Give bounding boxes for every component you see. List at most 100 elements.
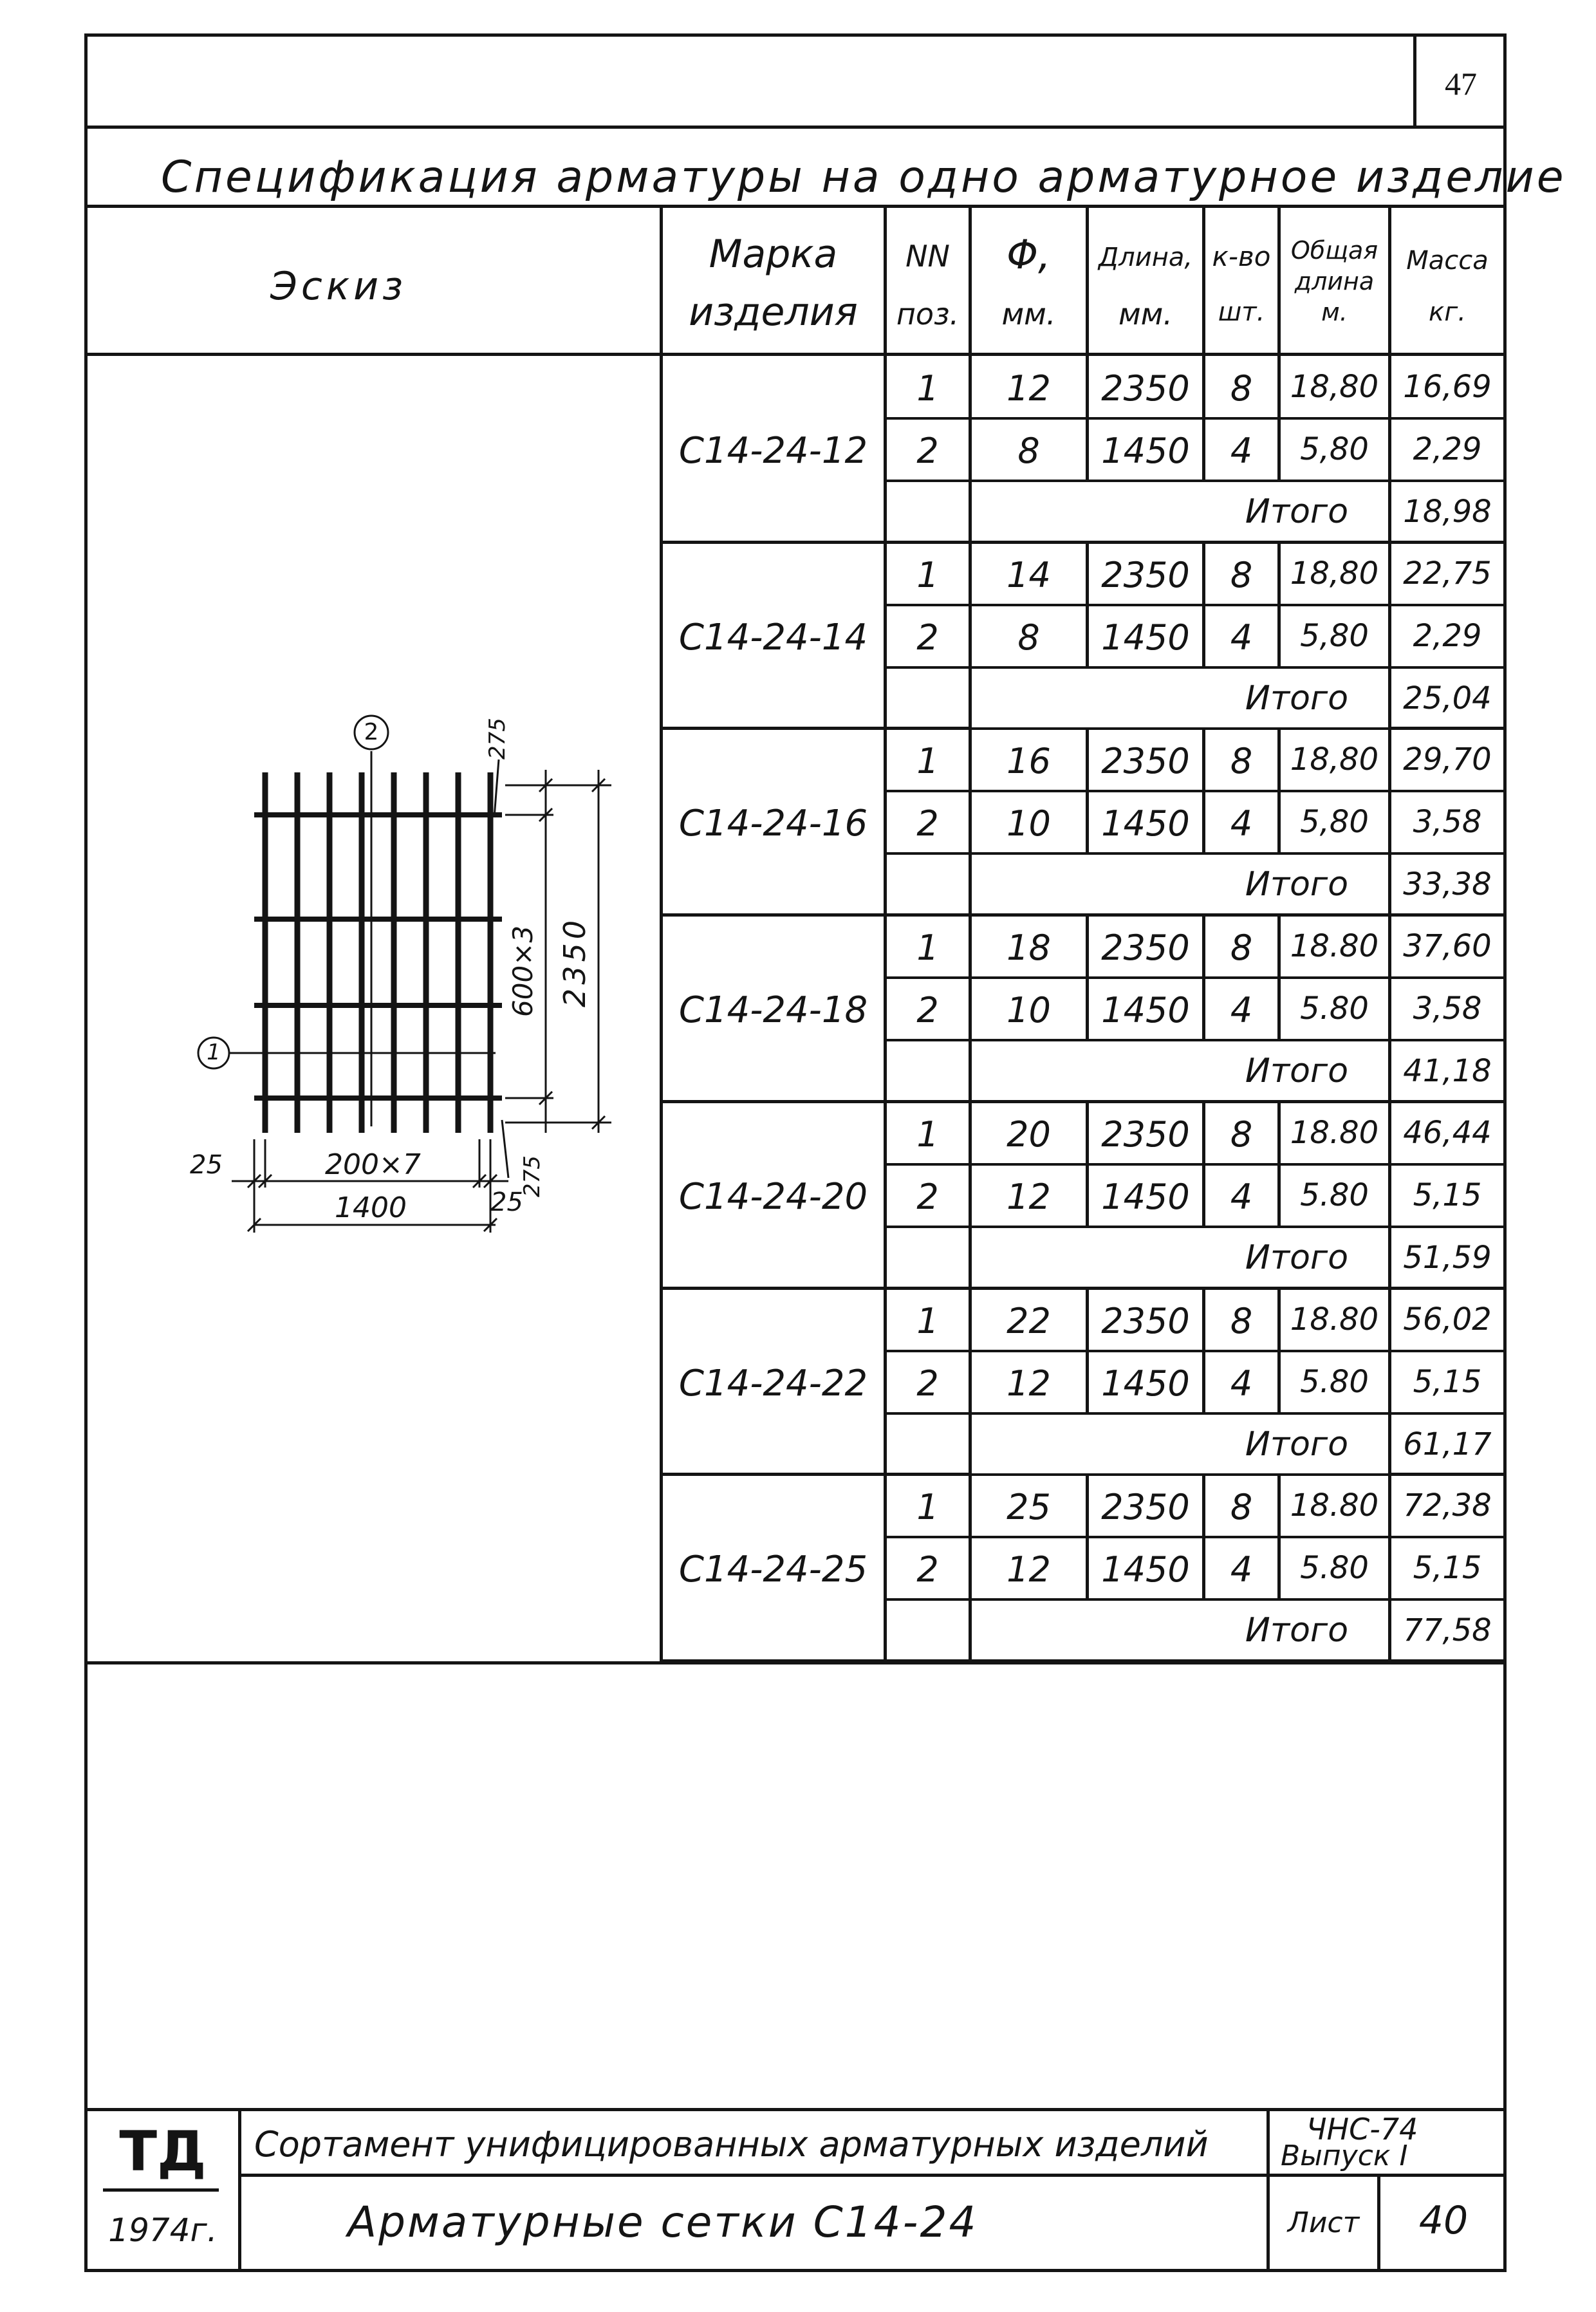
page-number-divider: [1413, 33, 1416, 127]
item-block-line: [660, 727, 1507, 730]
header-mark-2: изделия: [689, 290, 858, 335]
cell-mass: 2,29: [1413, 618, 1482, 654]
header-sketch: Эскиз: [270, 264, 407, 309]
cell-total: 5.80: [1300, 1550, 1369, 1586]
cell-len: 2350: [1101, 928, 1190, 968]
cell-total: 5.80: [1300, 1177, 1369, 1213]
sum-label: Итого: [1245, 679, 1349, 718]
header-pos-2: поз.: [896, 297, 960, 331]
cell-qty: 8: [1230, 741, 1253, 781]
item-mark: С14-24-12: [678, 430, 868, 472]
sum-row-mask: [972, 1041, 1388, 1100]
spec-title: Спецификация арматуры на одно арматурное…: [161, 152, 1566, 203]
cell-len: 2350: [1101, 741, 1190, 781]
cell-dia: 25: [1007, 1487, 1051, 1527]
row-line: [884, 1226, 1507, 1228]
cell-pos: 2: [916, 617, 939, 658]
cell-dia: 10: [1007, 990, 1051, 1030]
cell-dia: 16: [1007, 741, 1051, 781]
sum-row-mask: [972, 669, 1388, 727]
cell-qty: 4: [1230, 803, 1253, 844]
col-line-sketch: [660, 205, 663, 1664]
item-block-line: [660, 1100, 1507, 1103]
cell-dia: 22: [1007, 1301, 1051, 1341]
cell-dia: 8: [1017, 617, 1040, 658]
row-line: [884, 790, 1507, 792]
sum-mass: 41,18: [1403, 1053, 1492, 1089]
cell-pos: 1: [916, 1114, 939, 1155]
item-mark: С14-24-22: [678, 1363, 868, 1404]
sum-label: Итого: [1245, 492, 1349, 531]
sum-label: Итого: [1245, 865, 1349, 904]
item-block-line: [660, 913, 1507, 917]
cell-dia: 12: [1007, 368, 1051, 409]
header-dia-2: мм.: [1001, 297, 1056, 331]
row-line: [884, 480, 1507, 482]
header-len-1: Длина,: [1098, 243, 1193, 272]
cell-qty: 4: [1230, 990, 1253, 1030]
item-mark: С14-24-16: [678, 803, 868, 844]
cell-mass: 5,15: [1413, 1364, 1482, 1400]
item-block-line: [660, 541, 1507, 544]
cell-mass: 3,58: [1413, 804, 1482, 840]
dim-height-label: 2350: [557, 916, 592, 1007]
cell-len: 2350: [1101, 1301, 1190, 1341]
cell-pos: 2: [916, 431, 939, 471]
header-bottom-line: [84, 353, 1507, 356]
cell-mass: 56,02: [1403, 1301, 1492, 1338]
cell-len: 2350: [1101, 368, 1190, 409]
header-mass-1: Масса: [1406, 246, 1489, 275]
sum-mass: 25,04: [1403, 680, 1492, 716]
stamp-year: 1974г.: [108, 2212, 218, 2249]
table-bottom-line: [84, 1661, 1507, 1664]
stamp-sheet-number: 40: [1418, 2198, 1469, 2243]
item-block-line: [660, 1473, 1507, 1476]
cell-mass: 29,70: [1403, 741, 1492, 778]
sum-mass: 33,38: [1403, 866, 1492, 902]
cell-len: 1450: [1101, 803, 1190, 844]
sum-mass: 51,59: [1403, 1240, 1492, 1276]
cell-total: 18.80: [1290, 1301, 1379, 1338]
cell-dia: 14: [1007, 555, 1051, 595]
cell-len: 2350: [1101, 1487, 1190, 1527]
sum-row-mask: [972, 1601, 1388, 1659]
row-line: [884, 1350, 1507, 1352]
sum-mass: 61,17: [1403, 1426, 1492, 1462]
page-number: 47: [1445, 66, 1477, 102]
dim-top-label: 275: [485, 718, 510, 760]
cell-total: 5,80: [1300, 431, 1369, 467]
cell-pos: 2: [916, 990, 939, 1030]
item-mark: С14-24-25: [678, 1549, 868, 1590]
cell-qty: 4: [1230, 431, 1253, 471]
header-total-2: длина: [1294, 267, 1375, 295]
cell-mass: 5,15: [1413, 1177, 1482, 1213]
cell-pos: 2: [916, 1363, 939, 1404]
cell-qty: 8: [1230, 368, 1253, 409]
sum-row-mask: [972, 482, 1388, 541]
cell-pos: 2: [916, 803, 939, 844]
stamp-code-divider: [1267, 2108, 1270, 2272]
cell-dia: 12: [1007, 1177, 1051, 1217]
cell-pos: 1: [916, 928, 939, 968]
item-block-line: [660, 1287, 1507, 1290]
cell-qty: 8: [1230, 555, 1253, 595]
header-total-1: Общая: [1290, 236, 1378, 265]
row-line: [884, 1163, 1507, 1166]
dim-right-label: 25: [490, 1188, 523, 1217]
item-mark: С14-24-18: [678, 989, 868, 1031]
row-line: [884, 417, 1507, 420]
sum-row-mask: [972, 1415, 1388, 1473]
title-bottom-line: [84, 205, 1507, 208]
cell-pos: 2: [916, 1177, 939, 1217]
cell-pos: 1: [916, 1301, 939, 1341]
cell-pos: 1: [916, 555, 939, 595]
cell-qty: 4: [1230, 617, 1253, 658]
item-block-line: [660, 1659, 1507, 1663]
cell-pos: 1: [916, 368, 939, 409]
header-mass-2: кг.: [1429, 297, 1466, 327]
cell-dia: 10: [1007, 803, 1051, 844]
sum-label: Итого: [1245, 1611, 1349, 1650]
header-qty-1: к-во: [1212, 241, 1271, 272]
cell-pos: 2: [916, 1549, 939, 1590]
cell-total: 18.80: [1290, 1115, 1379, 1151]
